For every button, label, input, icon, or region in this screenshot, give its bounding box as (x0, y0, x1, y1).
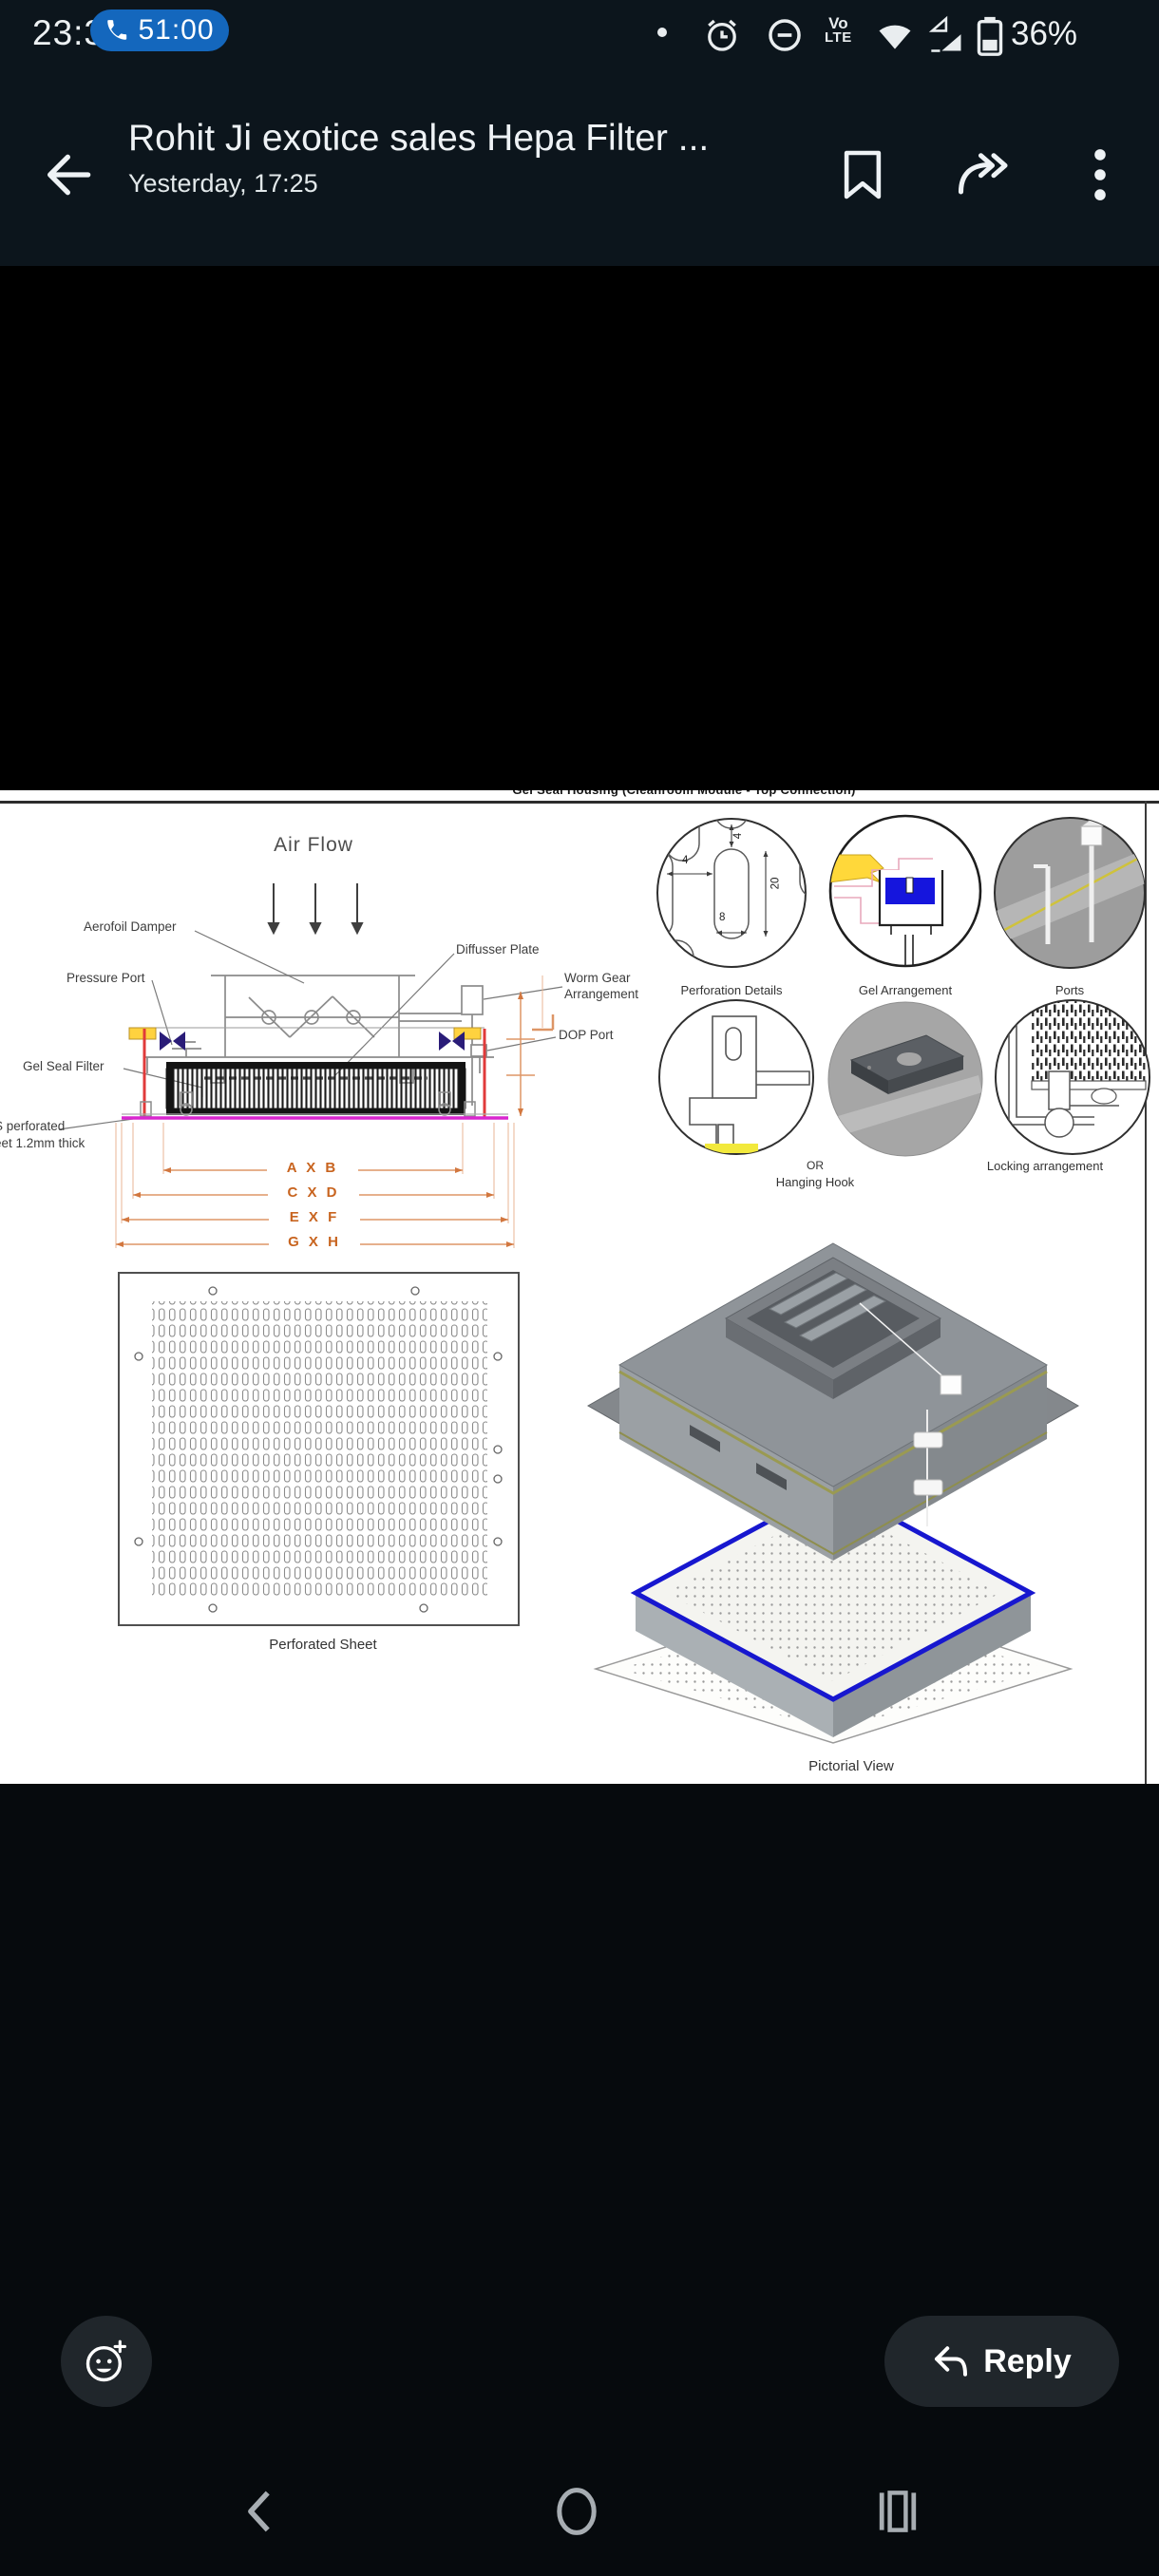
reply-arrow-icon (935, 2346, 968, 2377)
dimension-cxd: C X D (268, 1184, 359, 1201)
pressure-port-label: Pressure Port (66, 971, 145, 985)
nav-home-icon (557, 2488, 597, 2535)
nav-recents-button[interactable] (860, 2473, 936, 2549)
do-not-disturb-icon (769, 19, 801, 51)
air-flow-label: Air Flow (274, 834, 353, 856)
perforation-dim-width: 8 (719, 912, 726, 923)
perforation-dim-left: 4 (682, 855, 689, 866)
forward-arrow-icon (958, 153, 1008, 195)
forward-button[interactable] (952, 144, 1013, 205)
notification-dot-icon (657, 28, 667, 37)
android-nav-bar (0, 2451, 1159, 2576)
wifi-icon (879, 25, 911, 49)
perforated-sheet-drawing (118, 1272, 520, 1626)
top-bar: 23:30 51:00 Vo LTE (0, 0, 1159, 266)
perforated-sheet-note-line1: S perforated (0, 1119, 66, 1133)
dimension-axb: A X B (267, 1160, 358, 1176)
cross-section-drawing (58, 883, 563, 1248)
caption-ports: Ports (1054, 983, 1085, 997)
dop-port-label: DOP Port (559, 1028, 614, 1042)
nav-recents-icon (879, 2491, 917, 2532)
drawing-sheet-title: Gel Seal Housing (Cleanroom Module - Top… (337, 790, 1031, 797)
perforation-dim-top: 4 (732, 832, 745, 840)
media-image-hepa-drawing[interactable]: Gel Seal Housing (Cleanroom Module - Top… (0, 790, 1159, 1784)
detail-circle-hanging-hook-2d (658, 999, 814, 1155)
status-bar: 23:30 51:00 Vo LTE (0, 0, 1159, 84)
detail-circle-perforation (656, 818, 807, 968)
caption-perforated-sheet: Perforated Sheet (269, 1637, 377, 1653)
caption-hanging-hook: Hanging Hook (775, 1175, 855, 1189)
bottom-area: Reply (0, 1784, 1159, 2576)
detail-circle-hanging-hook-3d (827, 1001, 983, 1157)
diffuser-plate-label: Diffusser Plate (456, 942, 540, 957)
back-arrow-icon (48, 154, 91, 196)
caption-or: OR (807, 1159, 824, 1172)
sheet-border-line (0, 801, 1159, 804)
reply-label: Reply (983, 2342, 1072, 2379)
detail-circle-locking (995, 999, 1150, 1155)
call-duration: 51:00 (138, 14, 215, 46)
back-button[interactable] (32, 144, 99, 211)
alarm-icon (708, 19, 736, 51)
perforated-sheet-note-line2: eet 1.2mm thick (0, 1136, 86, 1150)
caption-pictorial-view: Pictorial View (808, 1758, 894, 1774)
phone-icon (107, 20, 127, 40)
battery-percent-text: 36% (1011, 15, 1078, 52)
volte-icon: Vo LTE (825, 14, 852, 47)
nav-back-button[interactable] (220, 2473, 296, 2549)
kebab-menu-icon (1094, 149, 1106, 200)
aerofoil-damper-label: Aerofoil Damper (84, 919, 177, 934)
ongoing-call-chip[interactable]: 51:00 (90, 9, 229, 51)
bookmark-icon (844, 150, 882, 199)
gel-seal-filter-label: Gel Seal Filter (23, 1059, 104, 1073)
nav-back-icon (248, 2491, 270, 2532)
add-reaction-button[interactable] (61, 2316, 152, 2407)
page-title: Rohit Ji exotice sales Hepa Filter ... (128, 118, 710, 159)
pictorial-view-drawing (586, 1242, 1080, 1744)
caption-locking-arrangement: Locking arrangement (986, 1159, 1104, 1173)
worm-gear-label-line1: Worm Gear (564, 971, 631, 985)
battery-icon (977, 16, 1003, 56)
reply-button[interactable]: Reply (884, 2316, 1119, 2407)
sheet-border-line-right (1145, 801, 1147, 1784)
message-timestamp: Yesterday, 17:25 (128, 169, 318, 198)
caption-gel-arrangement: Gel Arrangement (858, 983, 953, 997)
overflow-menu-button[interactable] (1070, 144, 1130, 205)
app-header: Rohit Ji exotice sales Hepa Filter ... Y… (0, 95, 1159, 247)
star-save-button[interactable] (832, 144, 893, 205)
dimension-gxh: G X H (269, 1234, 360, 1250)
worm-gear-label-line2: Arrangement (564, 987, 639, 1001)
perforation-dim-height: 20 (770, 877, 782, 890)
technical-drawing (58, 814, 1150, 1744)
nav-home-button[interactable] (539, 2473, 615, 2549)
emoji-smile-plus-icon (86, 2339, 127, 2382)
detail-circle-gel (828, 814, 982, 968)
cell-signal-icon (928, 15, 961, 52)
detail-circle-ports (994, 817, 1146, 969)
caption-perforation-details: Perforation Details (680, 983, 783, 997)
dimension-exf: E X F (269, 1209, 360, 1225)
